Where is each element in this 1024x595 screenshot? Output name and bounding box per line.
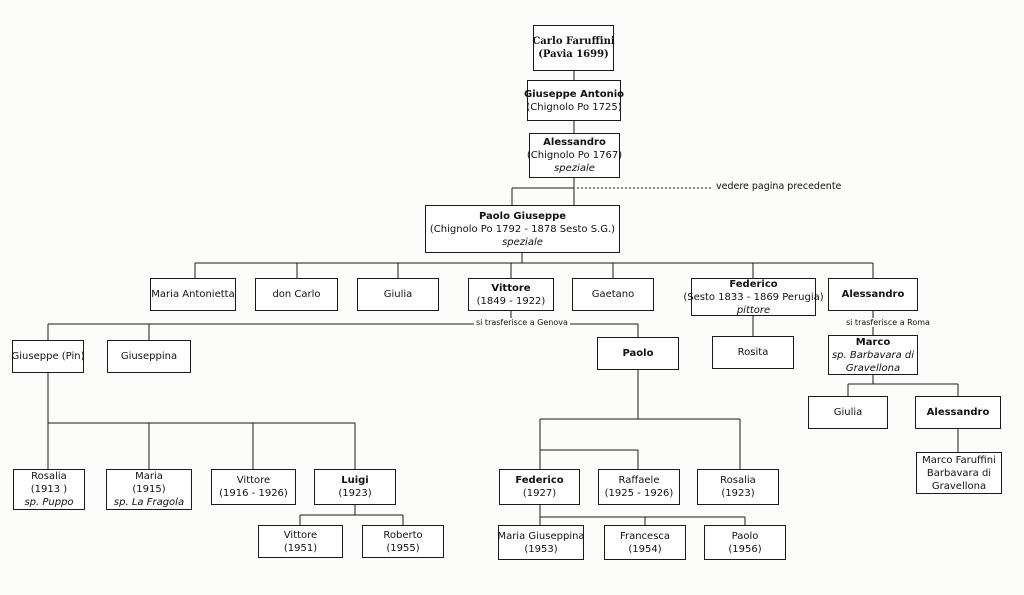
node-text-line: (1916 - 1926) — [219, 488, 288, 499]
node-vittore-1951: Vittore(1951) — [258, 525, 343, 558]
node-text-line: (Chignolo Po 1792 - 1878 Sesto S.G.) — [429, 223, 616, 235]
node-text-line: sp. Barbavara di — [831, 349, 915, 361]
node-paolo-1956: Paolo(1956) — [704, 525, 786, 560]
node-text-line: (1923) — [721, 488, 755, 499]
node-text-line: (Pavia 1699) — [538, 49, 609, 60]
node-text-line: Maria Giuseppina — [497, 530, 585, 542]
node-text-line: speziale — [502, 236, 543, 248]
node-text-line: Marco — [855, 336, 891, 348]
node-don-carlo: don Carlo — [255, 278, 338, 311]
node-text-line: Francesca — [619, 530, 671, 542]
node-text-line: Luigi — [341, 475, 369, 486]
node-luigi: Luigi (1923) — [314, 469, 396, 505]
node-raffaele: Raffaele (1925 - 1926) — [598, 469, 680, 505]
node-text-line: Alessandro — [841, 289, 905, 300]
node-text-line: don Carlo — [272, 289, 321, 300]
node-text-line: (1953) — [524, 543, 558, 555]
node-carlo-faruffini: Carlo Faruffini (Pavia 1699) — [532, 25, 615, 71]
note-genova: si trasferisce a Genova — [474, 318, 570, 327]
node-alessandro-roma: Alessandro — [915, 396, 1001, 429]
node-text-line: (1955) — [386, 542, 420, 554]
node-rosalia-1913: Rosalia (1913 ) sp. Puppo — [13, 469, 85, 510]
node-text-line: Giuseppina — [120, 351, 178, 362]
node-text-line: Maria — [135, 471, 163, 482]
node-text-line: (1915) — [132, 484, 166, 495]
node-text-line: Paolo Giuseppe — [478, 210, 567, 222]
node-giuseppina: Giuseppina — [107, 340, 191, 373]
node-maria-antonietta: Maria Antonietta — [150, 278, 236, 311]
node-text-line: Giuseppe Antonio — [524, 88, 624, 100]
node-text-line: Rosalia — [31, 471, 67, 482]
node-text-line: Vittore — [236, 475, 271, 486]
node-text-line: (1927) — [522, 488, 557, 499]
node-rosita: Rosita — [712, 336, 794, 369]
node-text-line: (Chignolo Po 1725) — [526, 101, 622, 113]
node-text-line: (1849 - 1922) — [476, 295, 546, 307]
node-federico-1833: Federico(Sesto 1833 - 1869 Perugia)pitto… — [683, 278, 824, 316]
node-giulia-roma: Giulia — [808, 396, 888, 429]
reference-previous-page: vedere pagina precedente — [716, 181, 842, 192]
node-alessandro: Alessandro — [828, 278, 918, 311]
node-text-line: speziale — [554, 163, 595, 174]
node-rosalia-1923: Rosalia (1923) — [697, 469, 779, 505]
node-paolo-giuseppe: Paolo Giuseppe(Chignolo Po 1792 - 1878 S… — [425, 205, 620, 253]
note-roma: si trasferisce a Roma — [844, 318, 932, 327]
node-text-line: Vittore — [491, 282, 531, 294]
node-text-line: Giulia — [833, 407, 863, 418]
node-text-line: Federico — [729, 278, 778, 290]
node-text-line: Rosita — [737, 347, 769, 358]
node-maria-giuseppina: Maria Giuseppina(1953) — [497, 525, 585, 560]
node-francesca: Francesca(1954) — [604, 525, 686, 560]
node-text-line: (1954) — [628, 543, 662, 555]
node-text-line: Alessandro — [926, 407, 990, 418]
node-giulia: Giulia — [357, 278, 439, 311]
node-text-line: Federico — [515, 475, 564, 486]
node-text-line: (1913 ) — [30, 484, 68, 495]
node-text-line: (Sesto 1833 - 1869 Perugia) — [683, 291, 824, 303]
node-text-line: Carlo Faruffini — [532, 36, 615, 47]
node-alessandro-1767: Alessandro (Chignolo Po 1767) speziale — [526, 133, 623, 178]
node-gaetano: Gaetano — [572, 278, 654, 311]
node-text-line: (1956) — [728, 543, 762, 555]
node-vittore-1849: Vittore(1849 - 1922) — [468, 278, 554, 311]
node-text-line: pittore — [736, 304, 771, 316]
node-text-line: Paolo — [622, 348, 654, 359]
node-text-line: Gravellona — [931, 480, 987, 492]
node-text-line: (1925 - 1926) — [604, 488, 674, 499]
node-text-line: sp. La Fragola — [113, 497, 185, 508]
node-text-line: (1923) — [338, 488, 372, 499]
node-text-line: Alessandro — [543, 137, 606, 148]
node-giuseppe-antonio: Giuseppe Antonio(Chignolo Po 1725) — [524, 80, 624, 121]
node-text-line: Gravellona — [845, 362, 901, 374]
node-text-line: Marco Faruffini — [922, 454, 996, 466]
node-roberto: Roberto(1955) — [362, 525, 444, 558]
node-vittore-1916: Vittore (1916 - 1926) — [211, 469, 296, 505]
node-giuseppe-pin: Giuseppe (Pin) — [11, 340, 85, 373]
node-text-line: Giulia — [383, 289, 413, 300]
node-text-line: Raffaele — [618, 475, 660, 486]
node-text-line: Vittore — [283, 529, 318, 541]
node-paolo: Paolo — [597, 337, 679, 370]
node-text-line: Roberto — [383, 529, 423, 541]
node-text-line: (Chignolo Po 1767) — [526, 150, 623, 161]
node-federico-1927: Federico (1927) — [499, 469, 580, 505]
node-text-line: Rosalia — [720, 475, 756, 486]
node-text-line: Giuseppe (Pin) — [11, 351, 85, 362]
node-text-line: Paolo — [731, 530, 759, 542]
node-text-line: Gaetano — [591, 289, 635, 300]
node-text-line: (1951) — [283, 542, 318, 554]
node-text-line: Barbavara di — [926, 467, 992, 479]
node-text-line: sp. Puppo — [24, 497, 74, 508]
node-maria-1915: Maria (1915) sp. La Fragola — [106, 469, 192, 510]
node-text-line: Maria Antonietta — [151, 289, 235, 300]
